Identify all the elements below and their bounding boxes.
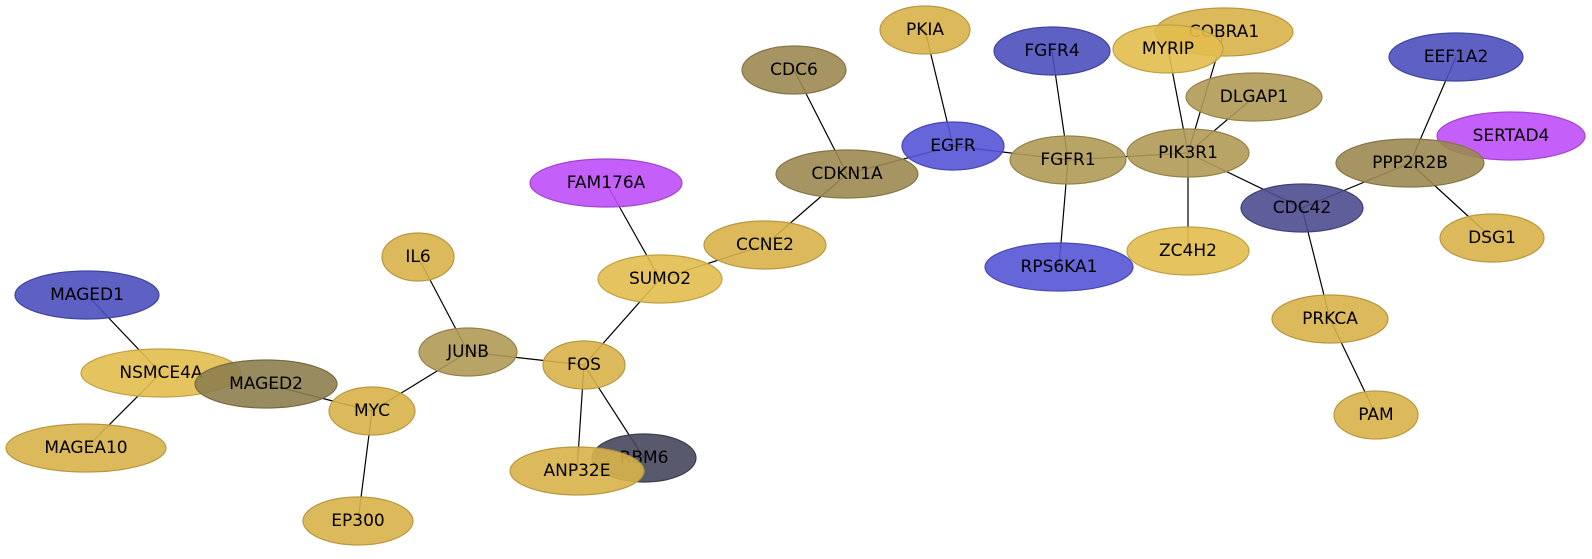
- node-ellipse: [14, 270, 160, 320]
- node-ellipse: [984, 242, 1134, 292]
- node-ellipse: [1333, 390, 1419, 440]
- node-ellipse: [993, 26, 1111, 76]
- node-fam176a[interactable]: FAM176A: [529, 158, 683, 208]
- node-ellipse: [703, 220, 827, 270]
- node-prkca[interactable]: PRKCA: [1271, 294, 1389, 344]
- node-ellipse: [1185, 72, 1323, 122]
- node-label: EGFR: [930, 136, 976, 156]
- node-ellipse: [418, 327, 518, 377]
- node-label: PKIA: [906, 20, 944, 40]
- node-ellipse: [1335, 138, 1485, 188]
- node-ellipse: [1240, 183, 1364, 233]
- node-label: NSMCE4A: [119, 363, 203, 383]
- node-cdkn1a[interactable]: CDKN1A: [775, 149, 919, 199]
- node-label: ANP32E: [544, 461, 611, 481]
- node-dlgap1[interactable]: DLGAP1: [1185, 72, 1323, 122]
- node-label: FGFR4: [1024, 41, 1079, 61]
- node-ellipse: [194, 359, 338, 409]
- node-ellipse: [1112, 24, 1224, 74]
- node-fos[interactable]: FOS: [542, 340, 626, 390]
- node-label: MYRIP: [1142, 39, 1194, 59]
- node-ellipse: [1388, 32, 1524, 82]
- node-label: MYC: [354, 401, 390, 421]
- node-label: IL6: [405, 247, 430, 267]
- node-ellipse: [328, 386, 416, 436]
- node-label: CDC6: [770, 60, 818, 80]
- node-ep300[interactable]: EP300: [302, 496, 414, 546]
- node-cdc6[interactable]: CDC6: [741, 45, 847, 95]
- node-dsg1[interactable]: DSG1: [1439, 213, 1545, 263]
- node-label: PPP2R2B: [1372, 153, 1448, 173]
- node-ccne2[interactable]: CCNE2: [703, 220, 827, 270]
- node-eef1a2[interactable]: EEF1A2: [1388, 32, 1524, 82]
- node-label: SERTAD4: [1473, 126, 1550, 146]
- node-zc4h2[interactable]: ZC4H2: [1126, 226, 1250, 276]
- node-label: RPS6KA1: [1021, 257, 1098, 277]
- node-label: MAGEA10: [44, 438, 127, 458]
- node-label: ZC4H2: [1159, 241, 1217, 261]
- node-ellipse: [1439, 213, 1545, 263]
- node-label: MAGED2: [229, 374, 303, 394]
- node-label: SUMO2: [629, 269, 691, 289]
- node-junb[interactable]: JUNB: [418, 327, 518, 377]
- node-maged1[interactable]: MAGED1: [14, 270, 160, 320]
- node-ellipse: [509, 446, 645, 496]
- node-maged2[interactable]: MAGED2: [194, 359, 338, 409]
- node-fgfr1[interactable]: FGFR1: [1009, 135, 1127, 185]
- node-label: PRKCA: [1302, 309, 1358, 329]
- node-label: EEF1A2: [1424, 47, 1489, 67]
- node-label: DLGAP1: [1220, 87, 1288, 107]
- node-ellipse: [741, 45, 847, 95]
- node-ellipse: [1126, 128, 1250, 178]
- node-label: EP300: [331, 511, 384, 531]
- node-ellipse: [879, 5, 971, 55]
- node-sumo2[interactable]: SUMO2: [597, 254, 723, 304]
- node-magea10[interactable]: MAGEA10: [5, 423, 167, 473]
- node-sertad4[interactable]: SERTAD4: [1436, 111, 1586, 161]
- node-pam[interactable]: PAM: [1333, 390, 1419, 440]
- node-ellipse: [775, 149, 919, 199]
- node-pik3r1[interactable]: PIK3R1: [1126, 128, 1250, 178]
- node-label: CCNE2: [736, 235, 794, 255]
- node-label: FGFR1: [1040, 150, 1095, 170]
- node-ellipse: [542, 340, 626, 390]
- node-ellipse: [1436, 111, 1586, 161]
- node-ellipse: [381, 232, 455, 282]
- node-ellipse: [1271, 294, 1389, 344]
- node-label: JUNB: [446, 342, 489, 362]
- node-anp32e[interactable]: ANP32E: [509, 446, 645, 496]
- node-ppp2r2b[interactable]: PPP2R2B: [1335, 138, 1485, 188]
- node-fgfr4[interactable]: FGFR4: [993, 26, 1111, 76]
- node-label: CDKN1A: [811, 164, 883, 184]
- node-ellipse: [1009, 135, 1127, 185]
- node-label: CDC42: [1273, 198, 1331, 218]
- node-myrip[interactable]: MYRIP: [1112, 24, 1224, 74]
- node-ellipse: [901, 121, 1005, 171]
- node-label: FOS: [567, 355, 601, 375]
- node-myc[interactable]: MYC: [328, 386, 416, 436]
- node-egfr[interactable]: EGFR: [901, 121, 1005, 171]
- node-label: DSG1: [1468, 228, 1516, 248]
- node-cdc42[interactable]: CDC42: [1240, 183, 1364, 233]
- node-ellipse: [302, 496, 414, 546]
- node-label: FAM176A: [567, 173, 646, 193]
- node-ellipse: [529, 158, 683, 208]
- node-pkia[interactable]: PKIA: [879, 5, 971, 55]
- node-il6[interactable]: IL6: [381, 232, 455, 282]
- node-label: MAGED1: [50, 285, 124, 305]
- node-ellipse: [597, 254, 723, 304]
- node-ellipse: [5, 423, 167, 473]
- node-label: PAM: [1358, 405, 1393, 425]
- node-label: PIK3R1: [1158, 143, 1218, 163]
- node-rps6ka1[interactable]: RPS6KA1: [984, 242, 1134, 292]
- node-ellipse: [1126, 226, 1250, 276]
